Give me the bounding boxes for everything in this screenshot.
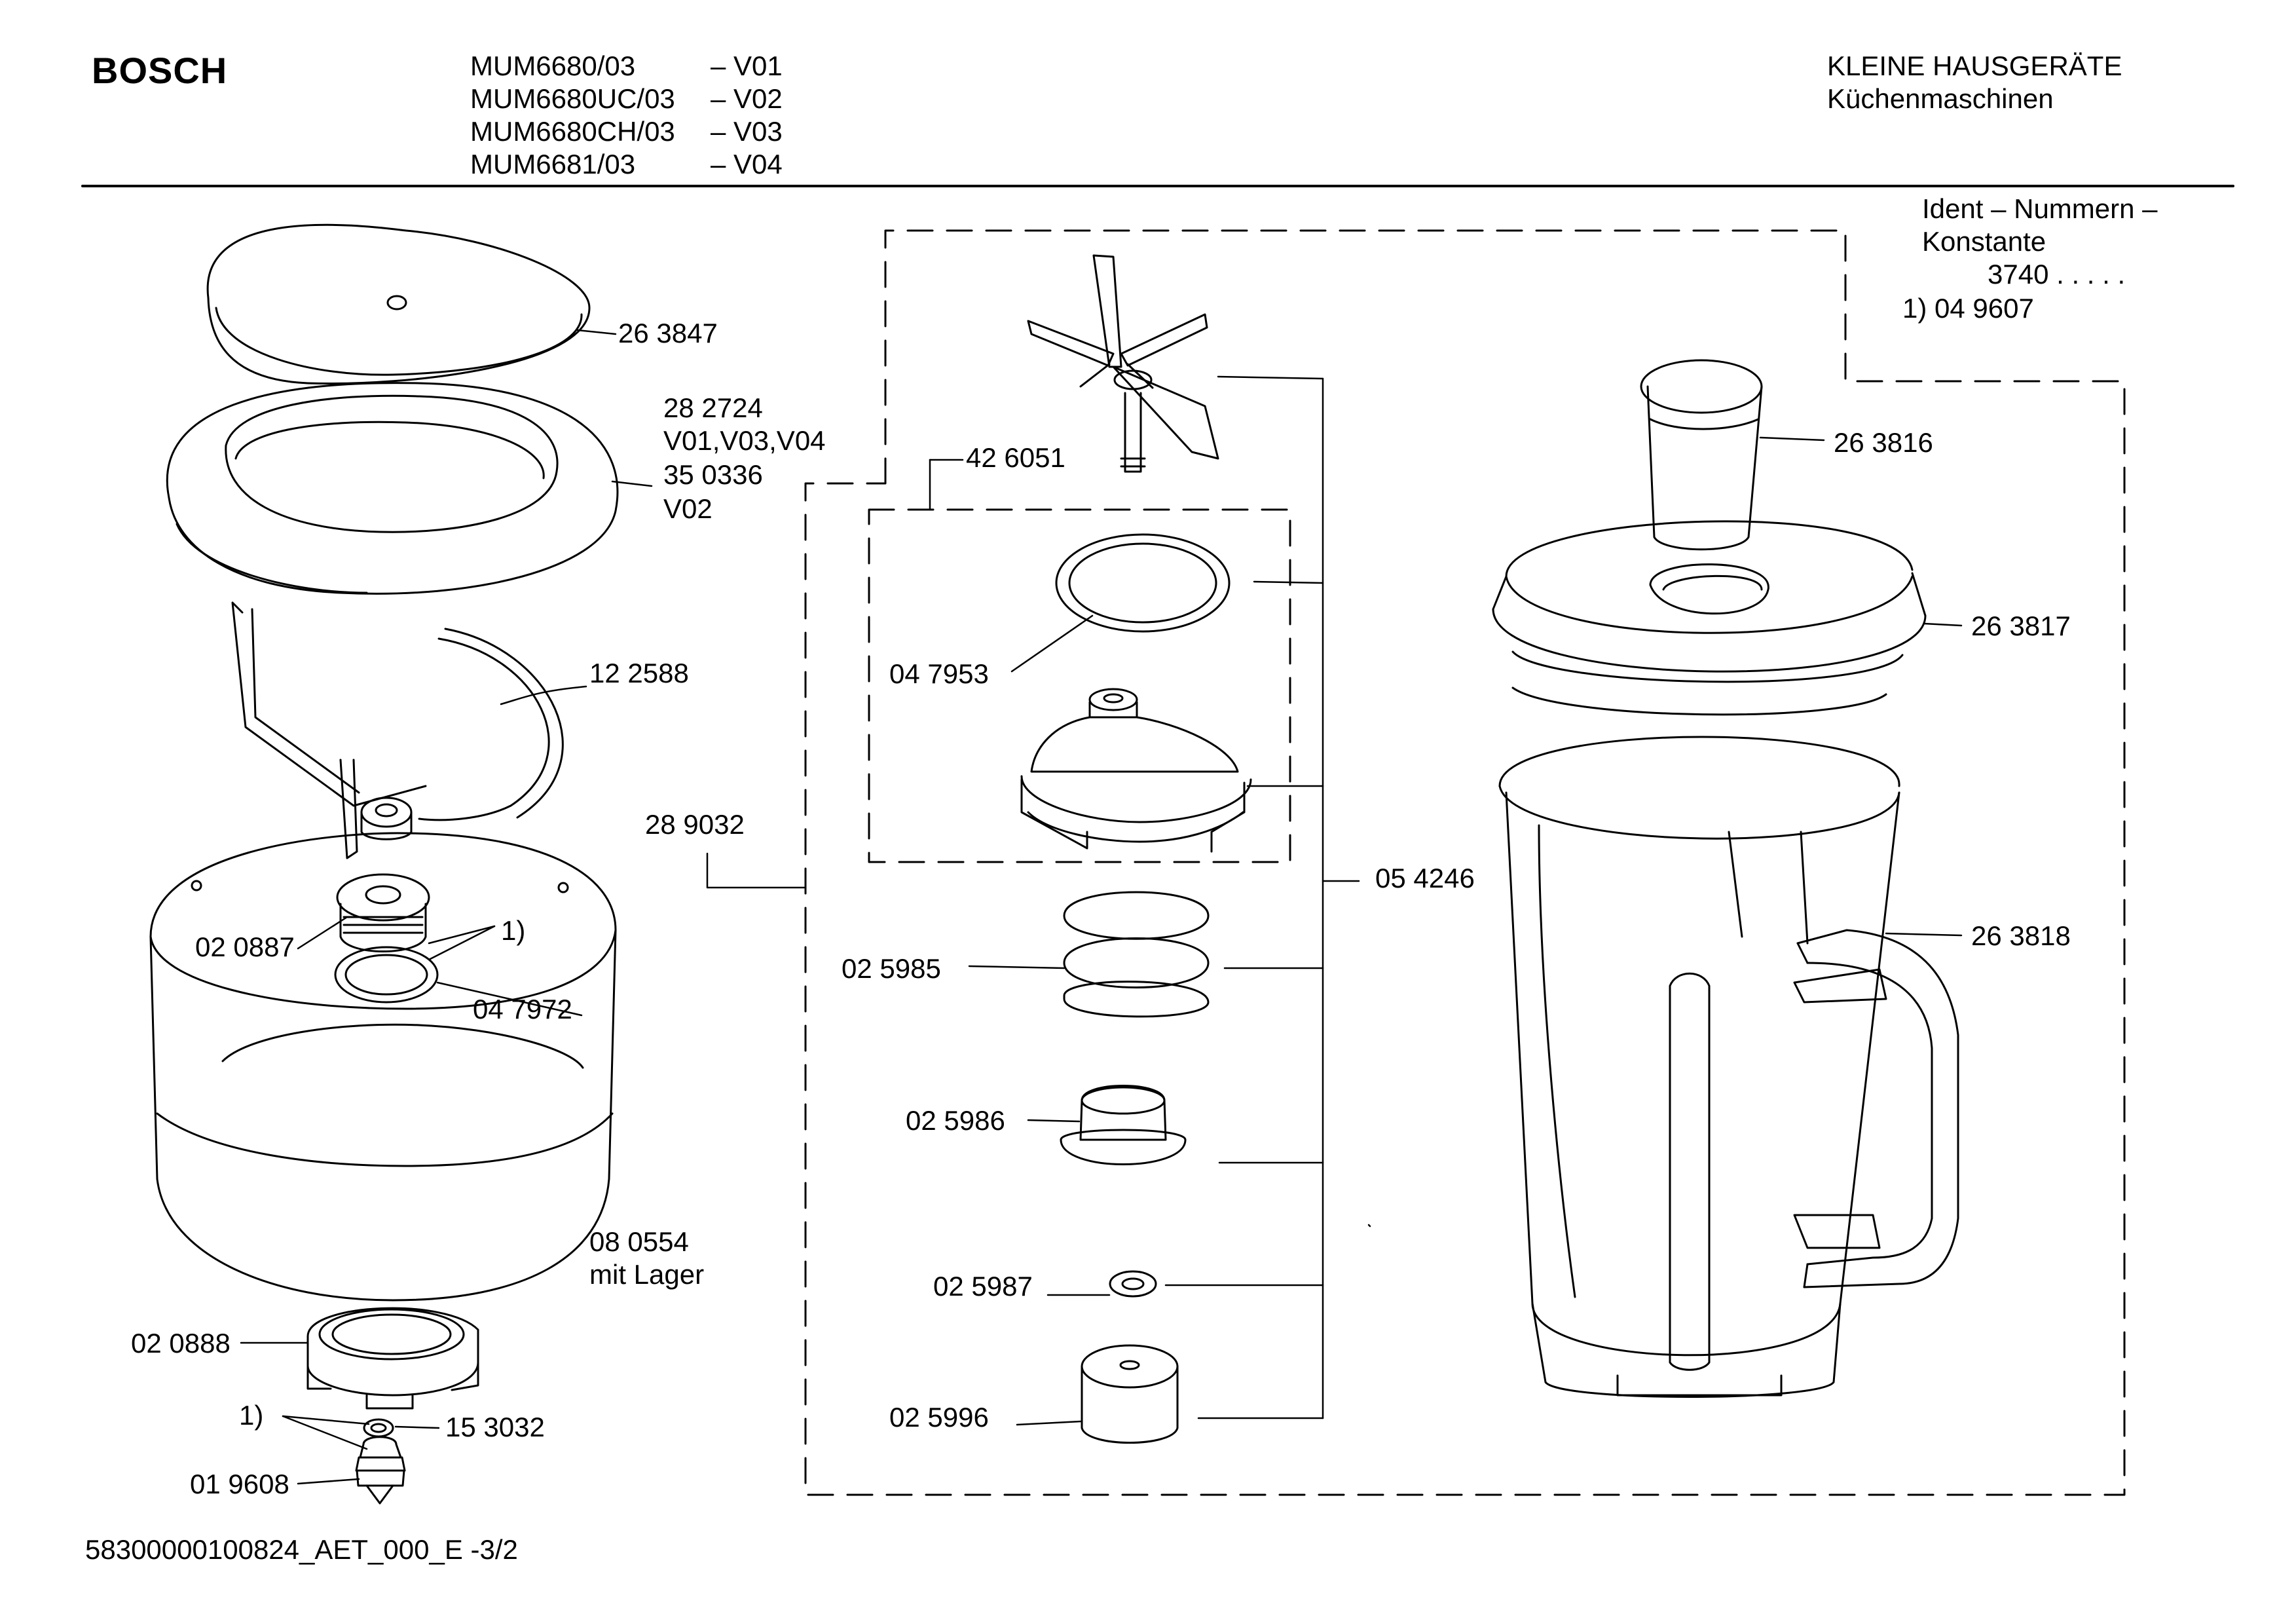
category-subtitle: Küchenmaschinen xyxy=(1827,83,2054,114)
brand-logo: BOSCH xyxy=(92,50,228,91)
part-label: 42 6051 xyxy=(966,442,1065,473)
dashed-frames xyxy=(804,229,2126,1496)
small-ring-025987 xyxy=(1109,1270,1157,1298)
gasket-047953 xyxy=(1055,533,1231,633)
leader-lines-middle xyxy=(706,375,1371,1426)
rings-025985 xyxy=(1063,891,1210,1018)
jar-263818 xyxy=(1498,736,1959,1398)
part-label: 12 2588 xyxy=(589,658,689,688)
part-label: 26 3818 xyxy=(1971,920,2071,951)
ident-line-1: Ident – Nummern – xyxy=(1922,193,2158,224)
part-label: 02 5986 xyxy=(906,1105,1005,1136)
part-label: 26 3817 xyxy=(1971,610,2071,641)
leader-lines-right xyxy=(1759,436,1963,937)
part-label: 02 5985 xyxy=(842,953,941,984)
bowl-nut-020888 xyxy=(306,1307,479,1410)
part-label: 02 0888 xyxy=(131,1328,231,1359)
bowl-bearing-020887 xyxy=(336,873,430,952)
part-label: 28 9032 xyxy=(645,809,745,840)
splash-ring-282724 xyxy=(166,382,619,595)
kneading-hook-122588 xyxy=(231,601,564,859)
part-label: 02 0887 xyxy=(195,931,295,962)
part-note: mit Lager xyxy=(589,1259,705,1290)
coupler-025996 xyxy=(1081,1344,1179,1444)
document-id: 58300000100824_AET_000_E -3/2 xyxy=(85,1534,518,1565)
model-name: MUM6680CH/03 xyxy=(470,116,675,147)
footnote-marker: 1) xyxy=(501,915,526,946)
mixing-bowl-080554 xyxy=(149,832,617,1302)
part-label: 26 3816 xyxy=(1834,427,1933,458)
small-ring-153032 xyxy=(363,1418,394,1438)
part-label: 01 9608 xyxy=(190,1469,289,1499)
ident-line-2: Konstante xyxy=(1922,226,2046,257)
variant-label: V01,V03,V04 xyxy=(663,425,826,456)
footnote-marker: 1) xyxy=(239,1400,264,1431)
category-title: KLEINE HAUSGERÄTE xyxy=(1827,50,2122,81)
part-label: 26 3847 xyxy=(618,318,718,348)
part-label: 15 3032 xyxy=(445,1412,545,1442)
model-name: MUM6681/03 xyxy=(470,149,636,179)
part-label: 02 5987 xyxy=(933,1271,1033,1302)
seal-ring-047972 xyxy=(334,946,439,1004)
blade-housing xyxy=(1020,688,1252,853)
part-label: 28 2724 xyxy=(663,392,763,423)
model-variant: – V02 xyxy=(711,83,783,114)
model-name: MUM6680UC/03 xyxy=(470,83,675,114)
part-label: 04 7953 xyxy=(889,658,989,689)
ident-line-3: 3740 . . . . . xyxy=(1988,259,2126,290)
model-variant: – V04 xyxy=(711,149,783,179)
model-variant: – V03 xyxy=(711,116,783,147)
part-label: 35 0336 xyxy=(663,459,763,490)
variant-label: V02 xyxy=(663,493,713,524)
bowl-lid-263847 xyxy=(206,223,591,385)
part-label: 08 0554 xyxy=(589,1226,689,1257)
part-label: 02 5996 xyxy=(889,1402,989,1433)
jar-lid-263817 xyxy=(1492,520,1927,716)
leader-lines-left xyxy=(240,329,653,1485)
cup-025986 xyxy=(1060,1085,1187,1165)
blade-knife xyxy=(1027,254,1219,473)
model-variant: – V01 xyxy=(711,50,783,81)
measuring-cup-263816 xyxy=(1640,359,1763,551)
part-label: 04 7972 xyxy=(473,994,572,1024)
part-label: 05 4246 xyxy=(1375,863,1475,893)
model-name: MUM6680/03 xyxy=(470,50,636,81)
ident-line-4: 1) 04 9607 xyxy=(1902,293,2034,324)
drive-plug-019608 xyxy=(355,1436,406,1505)
